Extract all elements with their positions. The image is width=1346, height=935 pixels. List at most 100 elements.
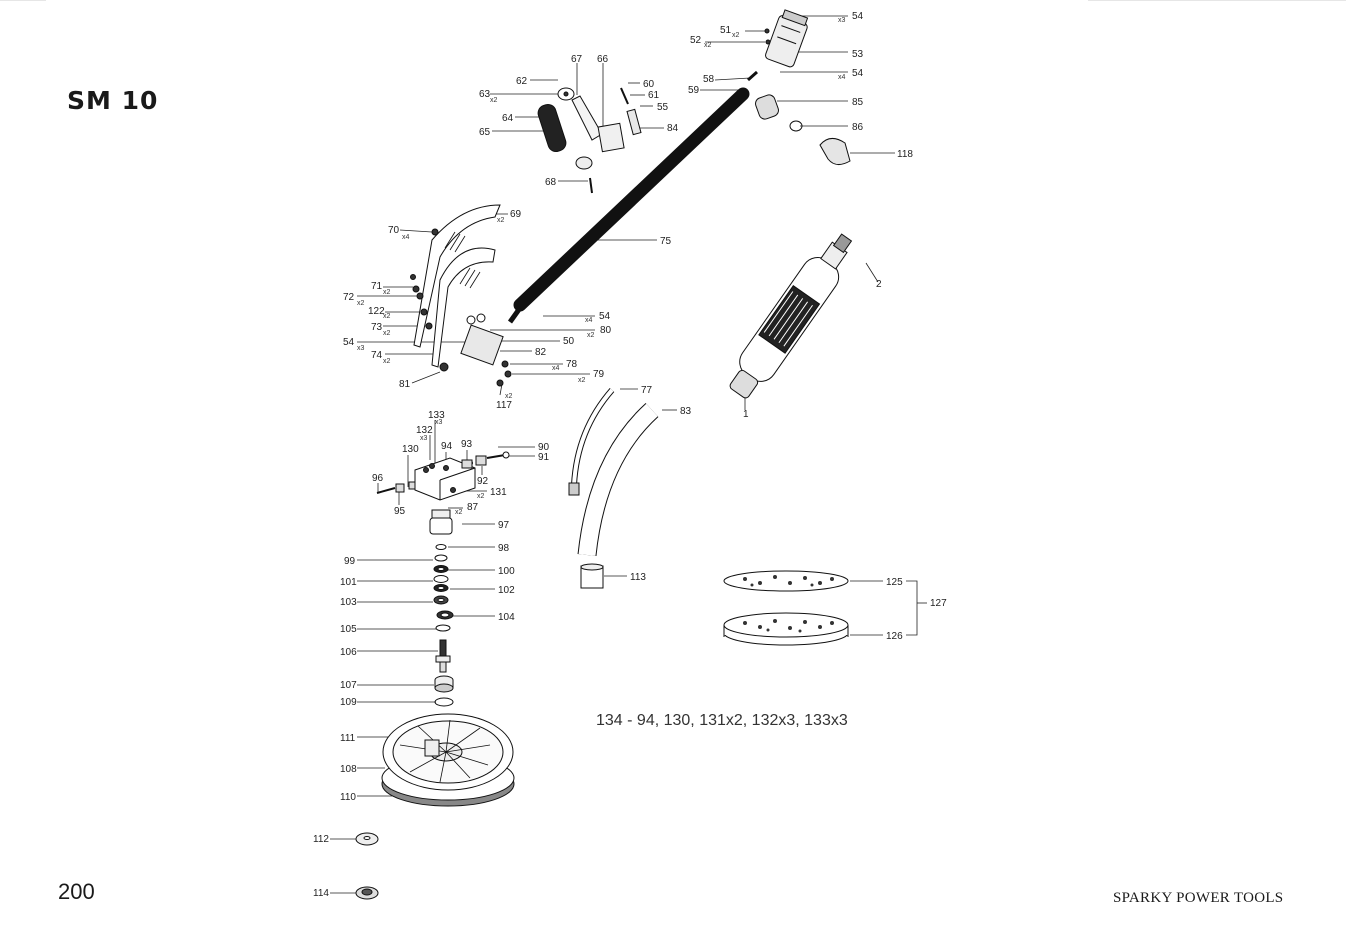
callout-54-d: 54 <box>343 337 355 348</box>
kit-note: 134 - 94, 130, 131x2, 132x3, 133x3 <box>596 712 848 729</box>
callout-82: 82 <box>535 347 547 358</box>
callout-97: 97 <box>498 520 510 531</box>
callout-122: 122 <box>368 306 385 317</box>
callout-91: 91 <box>538 452 550 463</box>
callout-64: 64 <box>502 113 514 124</box>
callout-103: 103 <box>340 597 357 608</box>
qty-69: x2 <box>497 217 505 224</box>
callout-54: 54 <box>852 11 864 22</box>
callout-54-b: 54 <box>852 68 864 79</box>
callout-106: 106 <box>340 647 357 658</box>
model-title: SM 10 <box>67 86 159 115</box>
callout-81: 81 <box>399 379 411 390</box>
callout-60: 60 <box>643 79 655 90</box>
callout-90: 90 <box>538 442 550 453</box>
callout-65: 65 <box>479 127 491 138</box>
qty-63: x2 <box>490 97 498 104</box>
qty-54-c: x4 <box>585 317 593 324</box>
qty-79: x2 <box>578 377 586 384</box>
qty-51: x2 <box>732 32 740 39</box>
callout-99: 99 <box>344 556 356 567</box>
callout-68: 68 <box>545 177 557 188</box>
callout-54-c: 54 <box>599 311 611 322</box>
callout-87: 87 <box>467 502 479 513</box>
callout-94: 94 <box>441 441 453 452</box>
callout-52: 52 <box>690 35 702 46</box>
qty-70: x4 <box>402 234 410 241</box>
callout-labels: 54 53 54 85 86 118 51 52 58 59 67 66 62 … <box>313 11 947 899</box>
qty-72: x2 <box>357 300 365 307</box>
callout-133: 133 <box>428 410 445 421</box>
qty-122: x2 <box>383 313 391 320</box>
callout-58: 58 <box>703 74 715 85</box>
qty-117: x2 <box>505 393 513 400</box>
callout-73: 73 <box>371 322 383 333</box>
callout-113: 113 <box>630 572 646 583</box>
callout-74: 74 <box>371 350 383 361</box>
callout-67: 67 <box>571 54 583 65</box>
callout-132: 132 <box>416 425 433 436</box>
qty-52: x2 <box>704 42 712 49</box>
callout-111: 111 <box>340 733 356 744</box>
brand-footer: SPARKY POWER TOOLS <box>1113 890 1284 906</box>
callout-98: 98 <box>498 543 510 554</box>
callout-112: 112 <box>313 834 329 845</box>
callout-92: 92 <box>477 476 489 487</box>
callout-126: 126 <box>886 631 903 642</box>
callout-66: 66 <box>597 54 609 65</box>
callout-70: 70 <box>388 225 400 236</box>
callout-63: 63 <box>479 89 491 100</box>
callout-117: 117 <box>496 400 512 411</box>
callout-108: 108 <box>340 764 357 775</box>
qty-78: x4 <box>552 365 560 372</box>
callout-131: 131 <box>490 487 507 498</box>
qty-87: x2 <box>455 509 463 516</box>
callout-109: 109 <box>340 697 357 708</box>
callout-125: 125 <box>886 577 903 588</box>
qty-74: x2 <box>383 358 391 365</box>
qty-73: x2 <box>383 330 391 337</box>
callout-102: 102 <box>498 585 515 596</box>
qty-133: x3 <box>435 419 443 426</box>
qty-54: x3 <box>838 17 846 24</box>
callout-114: 114 <box>313 888 329 899</box>
callout-96: 96 <box>372 473 384 484</box>
qty-71: x2 <box>383 289 391 296</box>
page-number: 200 <box>58 879 95 904</box>
callout-101: 101 <box>340 577 357 588</box>
callout-107: 107 <box>340 680 357 691</box>
qty-132: x3 <box>420 435 428 442</box>
callout-62: 62 <box>516 76 528 87</box>
stack-rings <box>433 544 454 632</box>
callout-80: 80 <box>600 325 612 336</box>
callout-78: 78 <box>566 359 578 370</box>
qty-54-d: x3 <box>357 345 365 352</box>
callout-71: 71 <box>371 281 383 292</box>
quantity-labels: x3 x4 x2 x2 x2 x2 x4 x2 x2 x2 x2 x4 x2 x… <box>357 17 846 516</box>
qty-80: x2 <box>587 332 595 339</box>
callout-79: 79 <box>593 369 605 380</box>
callout-104: 104 <box>498 612 515 623</box>
callout-69: 69 <box>510 209 522 220</box>
callout-85: 85 <box>852 97 864 108</box>
parts <box>355 9 853 900</box>
callout-2: 2 <box>876 279 882 290</box>
callout-61: 61 <box>648 90 660 101</box>
callout-72: 72 <box>343 292 355 303</box>
callout-95: 95 <box>394 506 406 517</box>
callout-59: 59 <box>688 85 700 96</box>
callout-84: 84 <box>667 123 679 134</box>
callout-53: 53 <box>852 49 864 60</box>
callout-83: 83 <box>680 406 692 417</box>
callout-105: 105 <box>340 624 357 635</box>
callout-118: 118 <box>897 149 913 160</box>
callout-86: 86 <box>852 122 864 133</box>
callout-75: 75 <box>660 236 672 247</box>
callout-127: 127 <box>930 598 947 609</box>
callout-130: 130 <box>402 444 419 455</box>
callout-50: 50 <box>563 336 575 347</box>
callout-100: 100 <box>498 566 515 577</box>
top-rule-left <box>0 0 46 1</box>
callout-93: 93 <box>461 439 473 450</box>
